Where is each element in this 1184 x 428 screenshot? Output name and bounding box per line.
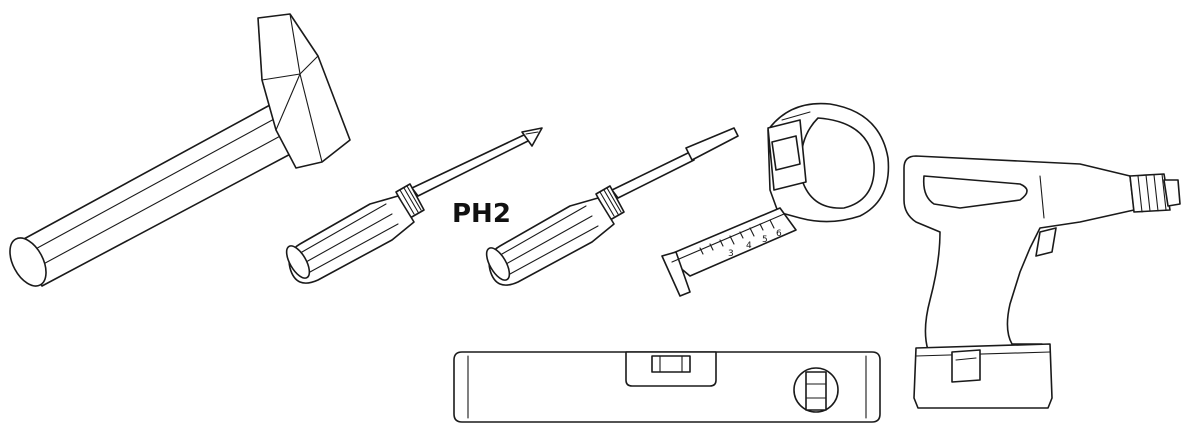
tape-scale-3: 3 <box>728 249 734 259</box>
phillips-screwdriver-icon: PH2 <box>285 127 543 284</box>
tape-ticks <box>699 219 775 255</box>
spirit-level-icon <box>453 351 881 423</box>
drill-body <box>903 155 1135 351</box>
tape-measure-case <box>767 102 890 223</box>
flat-screwdriver-icon <box>485 127 739 286</box>
level-end-vial <box>793 367 839 413</box>
phillips-size-label: PH2 <box>452 199 511 229</box>
hammer-head <box>257 13 351 169</box>
flat-shaft <box>611 127 739 199</box>
tape-scale-6: 6 <box>776 229 782 239</box>
flat-handle <box>485 197 615 286</box>
hammer-handle <box>9 104 299 287</box>
level-top-vial <box>625 351 717 387</box>
drill-chuck <box>1129 173 1181 213</box>
tape-scale-4: 4 <box>746 241 752 251</box>
cordless-drill-icon <box>903 155 1181 409</box>
tape-measure-blade: 3 4 5 6 <box>661 207 797 297</box>
phillips-shaft <box>411 127 543 197</box>
hammer-icon <box>9 13 351 287</box>
phillips-handle <box>285 195 415 284</box>
drill-battery <box>913 343 1053 409</box>
tape-scale-5: 5 <box>762 235 768 245</box>
tape-measure-icon: 3 4 5 6 <box>661 102 890 297</box>
